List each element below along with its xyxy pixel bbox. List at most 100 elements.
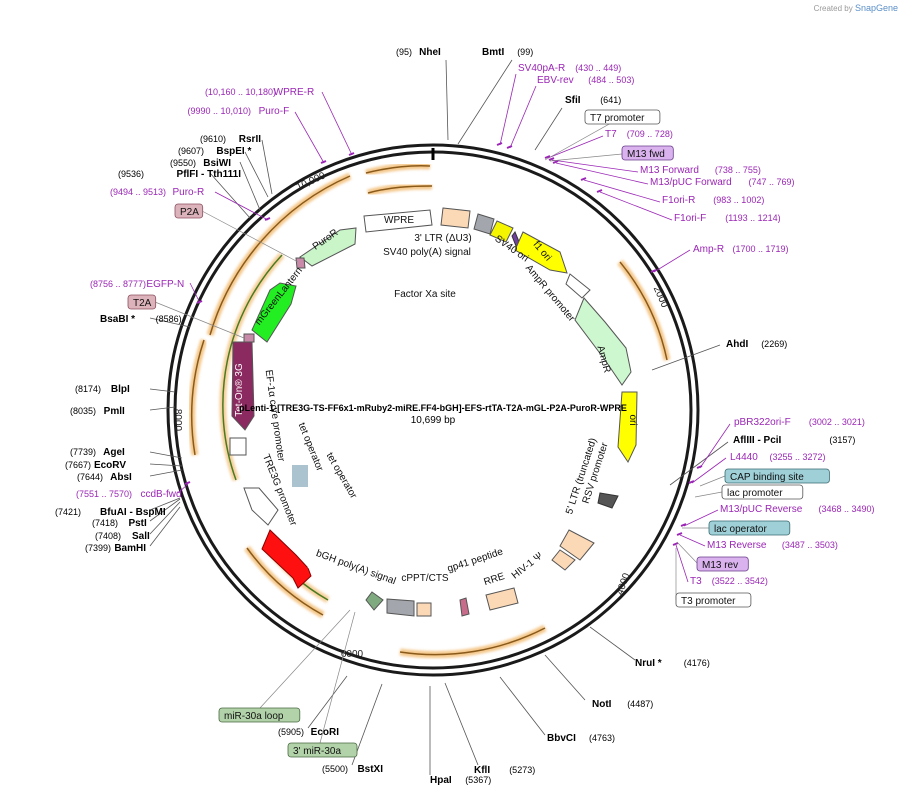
primer-name: M13 Reverse <box>707 540 767 551</box>
primer-mark <box>320 160 327 164</box>
enzyme-name: PmlI <box>104 406 125 417</box>
snapgene-credit: Created by SnapGene <box>814 3 898 13</box>
tre3g-feature <box>243 487 279 526</box>
boxed-label: M13 fwd <box>627 149 665 160</box>
enzyme-leader-line <box>149 469 183 477</box>
enzyme-leader-line <box>669 441 729 486</box>
primer-site: EBV-rev(484 .. 503) <box>537 75 634 86</box>
backbone <box>166 143 700 677</box>
enzyme-site: EcoRI(5905) <box>278 727 339 738</box>
primer-site: T3(3522 .. 3542) <box>690 576 768 587</box>
enzyme-leader-line <box>457 59 513 145</box>
enzyme-site: BlpI(8174) <box>75 384 130 395</box>
enzyme-leader-line <box>244 151 269 198</box>
mgreenlantern-feature <box>251 282 297 343</box>
enzyme-site: BstXI(5500) <box>322 764 383 775</box>
primer-position: (709 .. 728) <box>627 129 673 139</box>
enzyme-position: (5273) <box>509 765 535 775</box>
orf-arc <box>209 175 351 336</box>
plasmid-size: 10,699 bp <box>411 415 456 426</box>
boxed-label-bg <box>174 203 204 219</box>
primer-mark <box>544 155 551 159</box>
mir-feature <box>365 591 384 611</box>
enzyme-position: (9607) <box>178 146 204 156</box>
enzyme-position: (7408) <box>95 531 121 541</box>
ori-feature <box>617 391 638 464</box>
primer-leader-line <box>675 544 689 583</box>
primer-name: Puro-R <box>173 187 205 198</box>
enzyme-site: BspEI *(9607) <box>178 146 252 157</box>
enzyme-site: AflIII - PciI(3157) <box>733 435 855 446</box>
enzyme-site: AgeI(7739) <box>70 447 125 458</box>
efs-feature <box>229 437 247 456</box>
ampr-feature <box>574 297 632 386</box>
primer-site: EGFP-N(8756 .. 8777) <box>90 279 184 290</box>
primer-name: M13 Forward <box>640 165 699 176</box>
enzyme-site: NruI *(4176) <box>635 658 710 669</box>
enzyme-position: (7739) <box>70 447 96 457</box>
enzyme-name: AhdI <box>726 339 748 350</box>
feature-shapes <box>229 207 638 617</box>
primer-name: T7 <box>605 129 617 140</box>
boxed-label: lac promoter <box>727 488 783 499</box>
primer-name: SV40pA-R <box>518 63 565 74</box>
primer-mark <box>548 157 555 161</box>
primer-name: F1ori-F <box>674 213 706 224</box>
enzyme-leader-line <box>444 682 479 766</box>
enzyme-leader-line <box>149 388 176 393</box>
primer-position: (1700 .. 1719) <box>733 244 789 254</box>
feature-label: cPPT/CTS <box>401 573 449 584</box>
enzyme-name: EcoRI <box>311 727 340 738</box>
mruby2-feature <box>261 529 312 589</box>
boxed-label-bg <box>218 707 301 723</box>
enzyme-site: BsaBI *(8586) <box>100 314 182 325</box>
primer-site: ccdB-fwd(7551 .. 7570) <box>76 489 182 500</box>
enzyme-position: (8174) <box>75 384 101 394</box>
boxed-label-bg <box>724 468 830 484</box>
primer-name: L4440 <box>730 452 758 463</box>
primer-site: M13 Reverse (3487 .. 3503) <box>707 540 838 551</box>
primer-name: M13/pUC Reverse <box>720 504 803 515</box>
feature-label: EF-1α core promoter <box>263 369 287 463</box>
primer-position: (3002 .. 3021) <box>809 417 865 427</box>
feature-label: Tet-On® 3G <box>234 363 245 417</box>
boxed-label-bg <box>708 520 791 536</box>
enzyme-leader-line <box>149 501 181 535</box>
puror-feature <box>299 227 357 267</box>
primer-leader-line <box>189 282 201 304</box>
enzyme-site: BfuAI - BspMI(7421) <box>55 507 166 518</box>
enzyme-name: NruI * <box>635 658 662 669</box>
primer-position: (3487 .. 3503) <box>782 540 838 550</box>
primer-mark <box>184 481 191 485</box>
primer-mark <box>496 142 503 146</box>
enzyme-sites: NheI(95)BmtI(99)SfiI(641)AhdI(2269)AflII… <box>55 47 855 786</box>
rre-feature <box>485 587 519 611</box>
primer-name: ccdB-fwd <box>140 489 181 500</box>
enzyme-name: HpaI <box>430 775 452 786</box>
primer-leader-line <box>699 423 731 469</box>
primer-name: Puro-F <box>259 106 290 117</box>
enzyme-site: KflI(5273) <box>474 765 535 776</box>
feature-label: RRE <box>482 571 506 588</box>
boxed-label: M13 rev <box>702 560 738 571</box>
primer-sites: SV40pA-R(430 .. 449)EBV-rev(484 .. 503)T… <box>76 63 875 587</box>
feature-label: Factor Xa site <box>394 289 456 300</box>
primer-leader-line <box>653 249 691 273</box>
enzyme-site: BsiWI(9550) <box>170 158 231 169</box>
orf-arc <box>365 165 431 174</box>
primer-mark <box>696 465 703 469</box>
enzyme-position: (5367) <box>465 775 491 785</box>
tick-label: 4000 <box>615 571 633 596</box>
primer-mark <box>596 189 603 193</box>
box-leader-line <box>676 541 698 564</box>
feature-label: bGH poly(A) signal <box>315 548 398 587</box>
primer-leader-line <box>555 162 649 185</box>
enzyme-site: HpaI (5367) <box>430 775 491 786</box>
primer-mark <box>348 152 355 156</box>
boxed-label-bg <box>584 109 661 125</box>
enzyme-leader-line <box>307 675 348 729</box>
enzyme-position: (9610) <box>200 134 226 144</box>
box-leader-line <box>319 611 356 744</box>
primer-name: WPRE-R <box>274 87 315 98</box>
enzyme-leader-line <box>149 317 191 328</box>
